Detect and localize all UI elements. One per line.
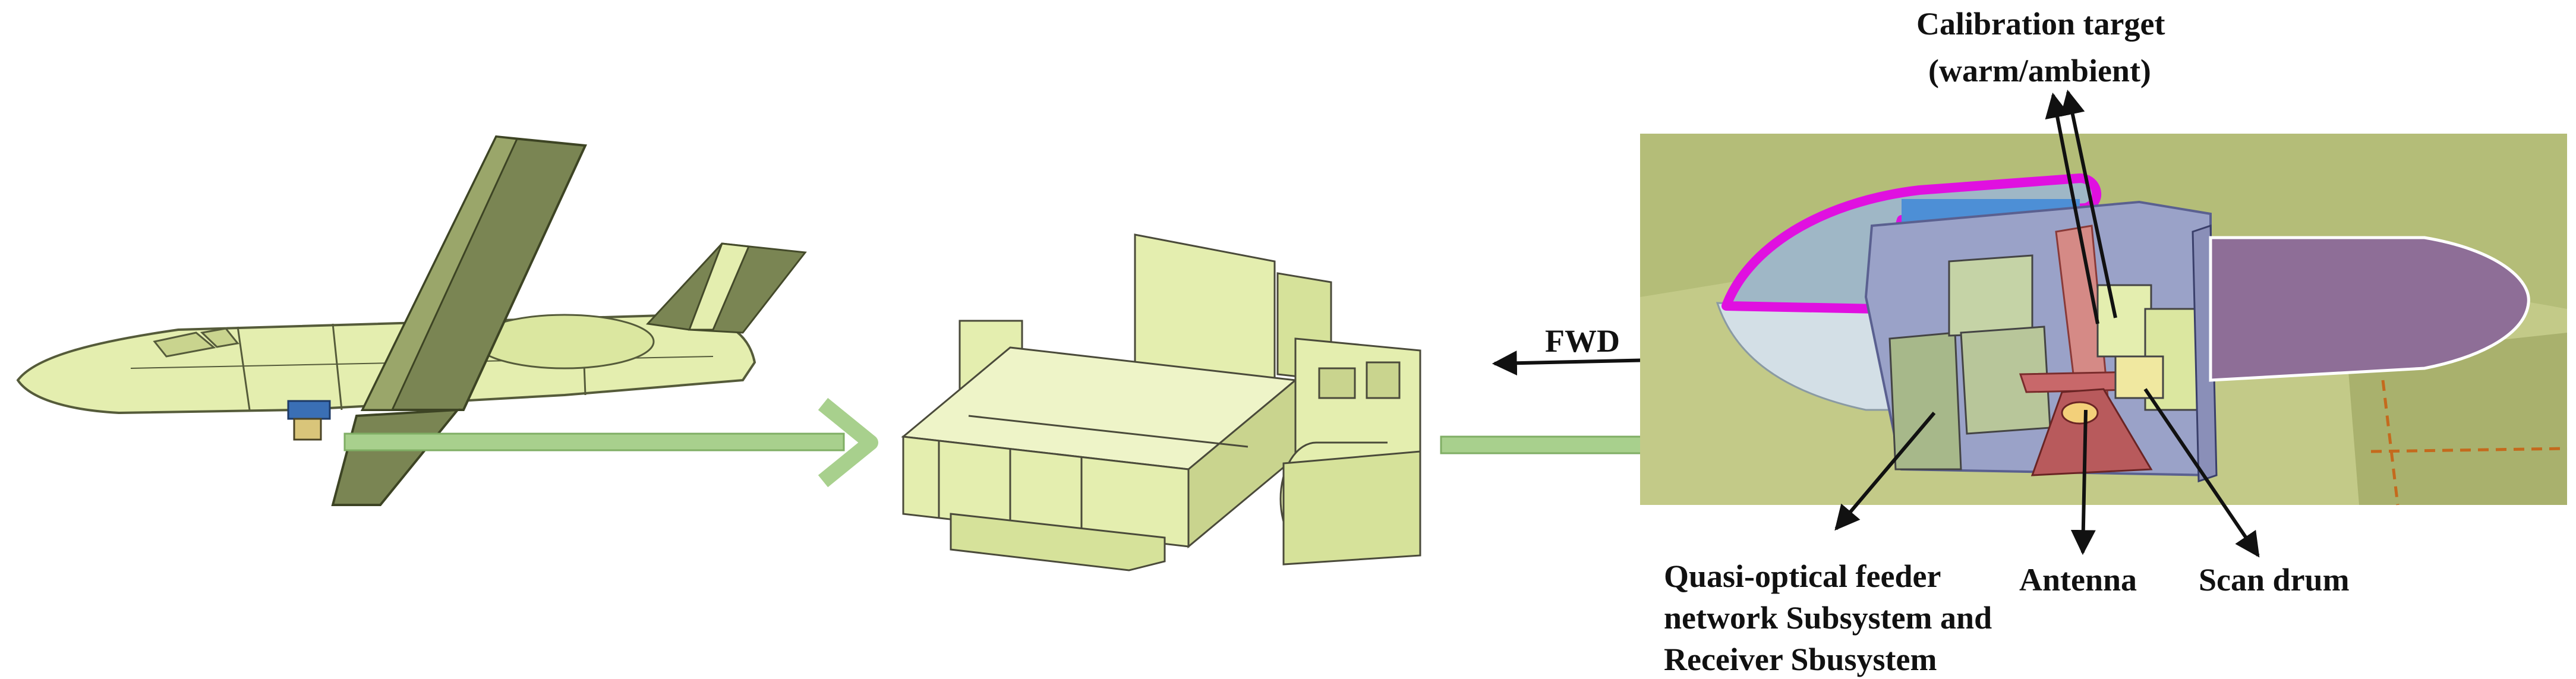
annotation-calibration: Calibration target (warm/ambient) (1916, 6, 2165, 324)
flow-arrow-1 (343, 397, 878, 488)
annotation-antenna: Antenna (2019, 409, 2137, 598)
annotation-feeder: Quasi-optical feeder network Subsystem a… (1664, 412, 1992, 677)
feeder-label-line1: Quasi-optical feeder (1664, 558, 1941, 594)
feeder-label-line3: Receiver Sbusystem (1664, 642, 1937, 677)
annotation-scan-drum: Scan drum (2143, 388, 2350, 598)
instrument-assembly-icon (901, 233, 1421, 571)
aircraft-icon (16, 135, 807, 506)
pod-cutaway-icon (1640, 134, 2568, 506)
antenna-label: Antenna (2019, 562, 2137, 598)
scan-drum-label: Scan drum (2199, 562, 2350, 598)
calibration-label-line2: (warm/ambient) (1928, 53, 2151, 89)
calibration-label-line1: Calibration target (1916, 6, 2165, 42)
feeder-label-line2: network Subsystem and (1664, 600, 1992, 636)
fwd-label: FWD (1545, 323, 1620, 359)
